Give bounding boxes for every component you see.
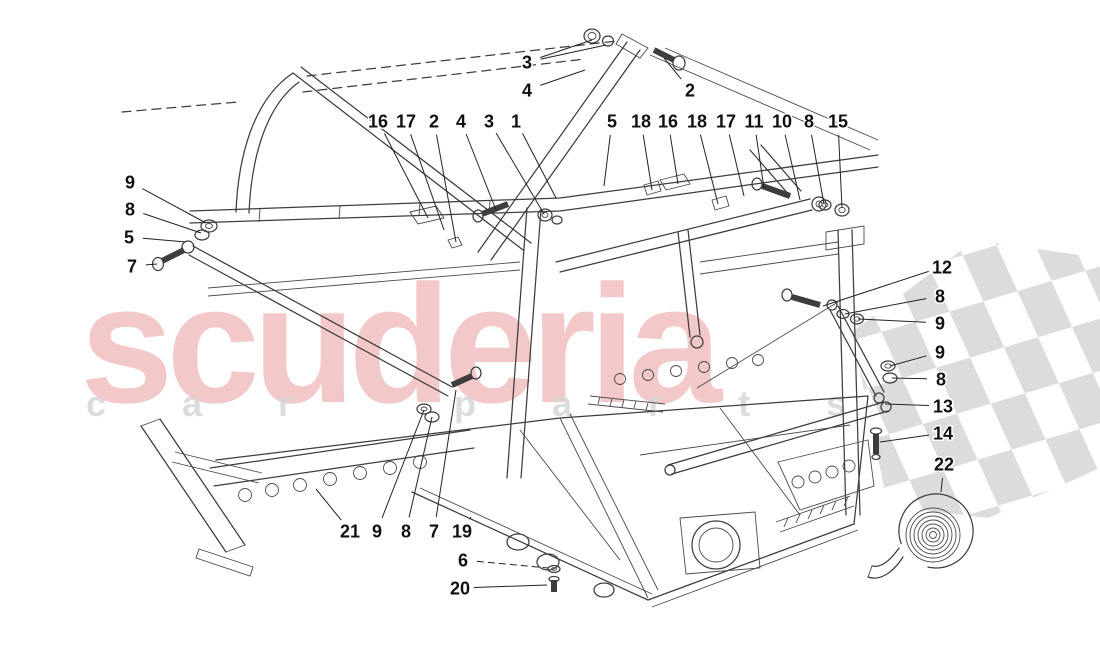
part-number-callout: 7 — [127, 257, 137, 277]
part-number-callout: 17 — [396, 112, 416, 132]
callout-leader-line — [142, 188, 207, 224]
callout-leader-line — [603, 134, 611, 187]
part-number-callout: 9 — [372, 522, 382, 542]
callout-leader-line — [408, 416, 433, 518]
callout-leader-line — [540, 69, 586, 86]
part-number-callout: 3 — [522, 53, 532, 73]
part-number-callout: 18 — [687, 112, 707, 132]
part-number-callout: 8 — [935, 287, 945, 307]
callout-leader-line — [811, 134, 825, 205]
callout-leader-line — [669, 134, 679, 185]
callout-leader-line — [435, 389, 457, 518]
callout-leader-line — [784, 134, 801, 201]
callout-leader-line — [465, 133, 497, 211]
part-number-callout: 9 — [125, 173, 135, 193]
callout-leader-line — [410, 134, 445, 231]
callout-leader-line — [838, 134, 843, 209]
callout-leader-line — [642, 134, 653, 191]
part-number-callout: 9 — [935, 343, 945, 363]
callout-leader-line — [469, 516, 472, 520]
part-number-callout: 10 — [772, 112, 792, 132]
part-number-callout: 1 — [511, 112, 521, 132]
callout-leader-line — [940, 477, 943, 493]
part-number-callout: 2 — [429, 112, 439, 132]
callout-leader-line — [383, 133, 429, 219]
part-number-callout: 8 — [936, 370, 946, 390]
part-number-callout: 3 — [484, 112, 494, 132]
callout-leader-line — [540, 39, 593, 58]
callout-leader-line — [522, 133, 557, 199]
chassis-frame-drawing — [121, 28, 898, 608]
callout-leader-line — [142, 237, 187, 243]
callout-leader-line — [889, 355, 927, 367]
checkered-flag-graphic — [852, 240, 1100, 518]
part-number-callout: 11 — [744, 112, 763, 132]
part-number-callout: 8 — [401, 522, 411, 542]
watermark: scuderia car parts — [80, 250, 922, 438]
callout-leader-line — [495, 132, 545, 215]
part-number-callout: 5 — [607, 112, 617, 132]
part-number-callout: 22 — [934, 455, 954, 475]
callout-leader-line — [884, 403, 930, 406]
callout-leader-line — [540, 44, 607, 60]
callout-leader-line — [143, 213, 202, 234]
callout-leader-line — [728, 134, 745, 197]
part-number-callout: 5 — [124, 228, 134, 248]
callout-leader-line — [891, 377, 928, 380]
callout-leader-line — [381, 409, 425, 519]
part-number-callout: 16 — [658, 112, 678, 132]
part-number-callout: 14 — [933, 424, 953, 444]
callout-leader-line — [844, 298, 927, 315]
part-number-callout: 19 — [452, 522, 472, 542]
part-number-callout: 8 — [804, 112, 814, 132]
part-number-callout: 4 — [456, 112, 466, 132]
part-number-callout: 18 — [631, 112, 651, 132]
callout-leader-line — [436, 134, 457, 243]
callout-leader-line — [476, 560, 549, 569]
callout-leader-line — [145, 263, 158, 266]
part-number-callout: 15 — [828, 112, 848, 132]
callout-leader-line — [473, 584, 548, 588]
callout-leader-line — [315, 488, 342, 521]
part-number-callout: 12 — [932, 258, 952, 278]
rolled-strip-part-22-drawing — [867, 493, 974, 579]
part-number-callout: 20 — [450, 579, 470, 599]
part-number-callout: 4 — [522, 81, 532, 101]
part-number-callout: 13 — [933, 397, 953, 417]
part-number-callout: 2 — [685, 81, 695, 101]
callout-leader-line — [663, 57, 682, 80]
callout-leader-line — [857, 318, 927, 323]
watermark-subtext: car parts — [86, 383, 922, 424]
callout-leader-line — [822, 270, 929, 307]
part-number-callout: 16 — [368, 112, 388, 132]
part-number-callout: 6 — [458, 551, 468, 571]
callout-leader-line — [699, 134, 719, 205]
part-number-callout: 21 — [340, 522, 360, 542]
part-number-callout: 17 — [716, 112, 736, 132]
callout-leader-line — [879, 434, 930, 443]
part-number-callout: 8 — [125, 200, 135, 220]
callout-leader-line — [755, 134, 765, 189]
part-number-callout: 9 — [935, 314, 945, 334]
part-number-callout: 7 — [429, 522, 439, 542]
